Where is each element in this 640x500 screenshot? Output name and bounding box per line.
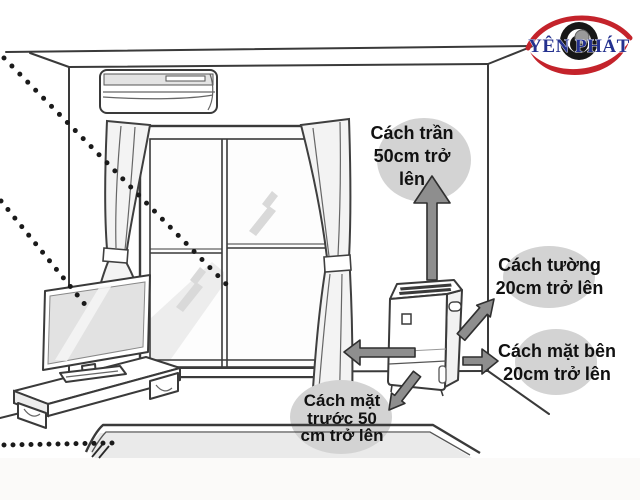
clearance-arrows bbox=[343, 175, 499, 411]
logo-eye-lower-arc bbox=[530, 42, 629, 75]
logo-eye-upper-arc bbox=[525, 15, 633, 51]
label-ellipse-side bbox=[515, 329, 597, 395]
bottom-dotted-line bbox=[1, 440, 115, 459]
water-level-window bbox=[438, 365, 447, 384]
arrow-upright-wall bbox=[456, 298, 495, 342]
top-vent-slat bbox=[399, 288, 452, 295]
rug-border bbox=[84, 423, 481, 456]
device-logo-badge bbox=[401, 313, 412, 325]
arrow-up-ceiling bbox=[413, 175, 451, 281]
break-marks bbox=[91, 444, 110, 459]
clearance-label-wall: Cách tường 20cm trở lên bbox=[495, 255, 604, 298]
label-ellipse-ceiling bbox=[377, 118, 471, 202]
rug bbox=[87, 433, 472, 458]
arrow-right-side bbox=[462, 348, 499, 375]
dotted-lines bbox=[0, 55, 231, 315]
label-ellipse-front bbox=[290, 380, 392, 454]
floor-strip bbox=[0, 458, 640, 500]
screen-shine bbox=[55, 285, 112, 361]
side-handle bbox=[448, 301, 462, 312]
curtain-tie bbox=[323, 254, 352, 273]
clearance-label-side: Cách mặt bên 20cm trở lên bbox=[497, 341, 617, 384]
clearance-label-front: Cách mặt trước 50 cm trở lên bbox=[300, 391, 384, 445]
clearance-label-ceiling: Cách trần 50cm trở lên bbox=[370, 123, 454, 189]
arrow-downleft-front bbox=[388, 370, 422, 411]
glass-shading bbox=[151, 262, 224, 366]
air-conditioner-icon bbox=[99, 69, 218, 114]
arrow-left-front bbox=[343, 339, 416, 366]
label-ellipse-wall bbox=[503, 246, 595, 308]
top-vent-slat bbox=[400, 283, 452, 291]
feet bbox=[390, 384, 444, 397]
curtain-tie bbox=[102, 247, 129, 264]
dehumidifier-icon bbox=[387, 279, 463, 397]
yen-phat-logo: YÊN PHÁT bbox=[524, 8, 634, 80]
logo-pupil bbox=[574, 29, 590, 45]
logo-text: YÊN PHÁT bbox=[528, 35, 630, 57]
tv-icon bbox=[42, 274, 151, 383]
tv-bench bbox=[13, 356, 181, 429]
